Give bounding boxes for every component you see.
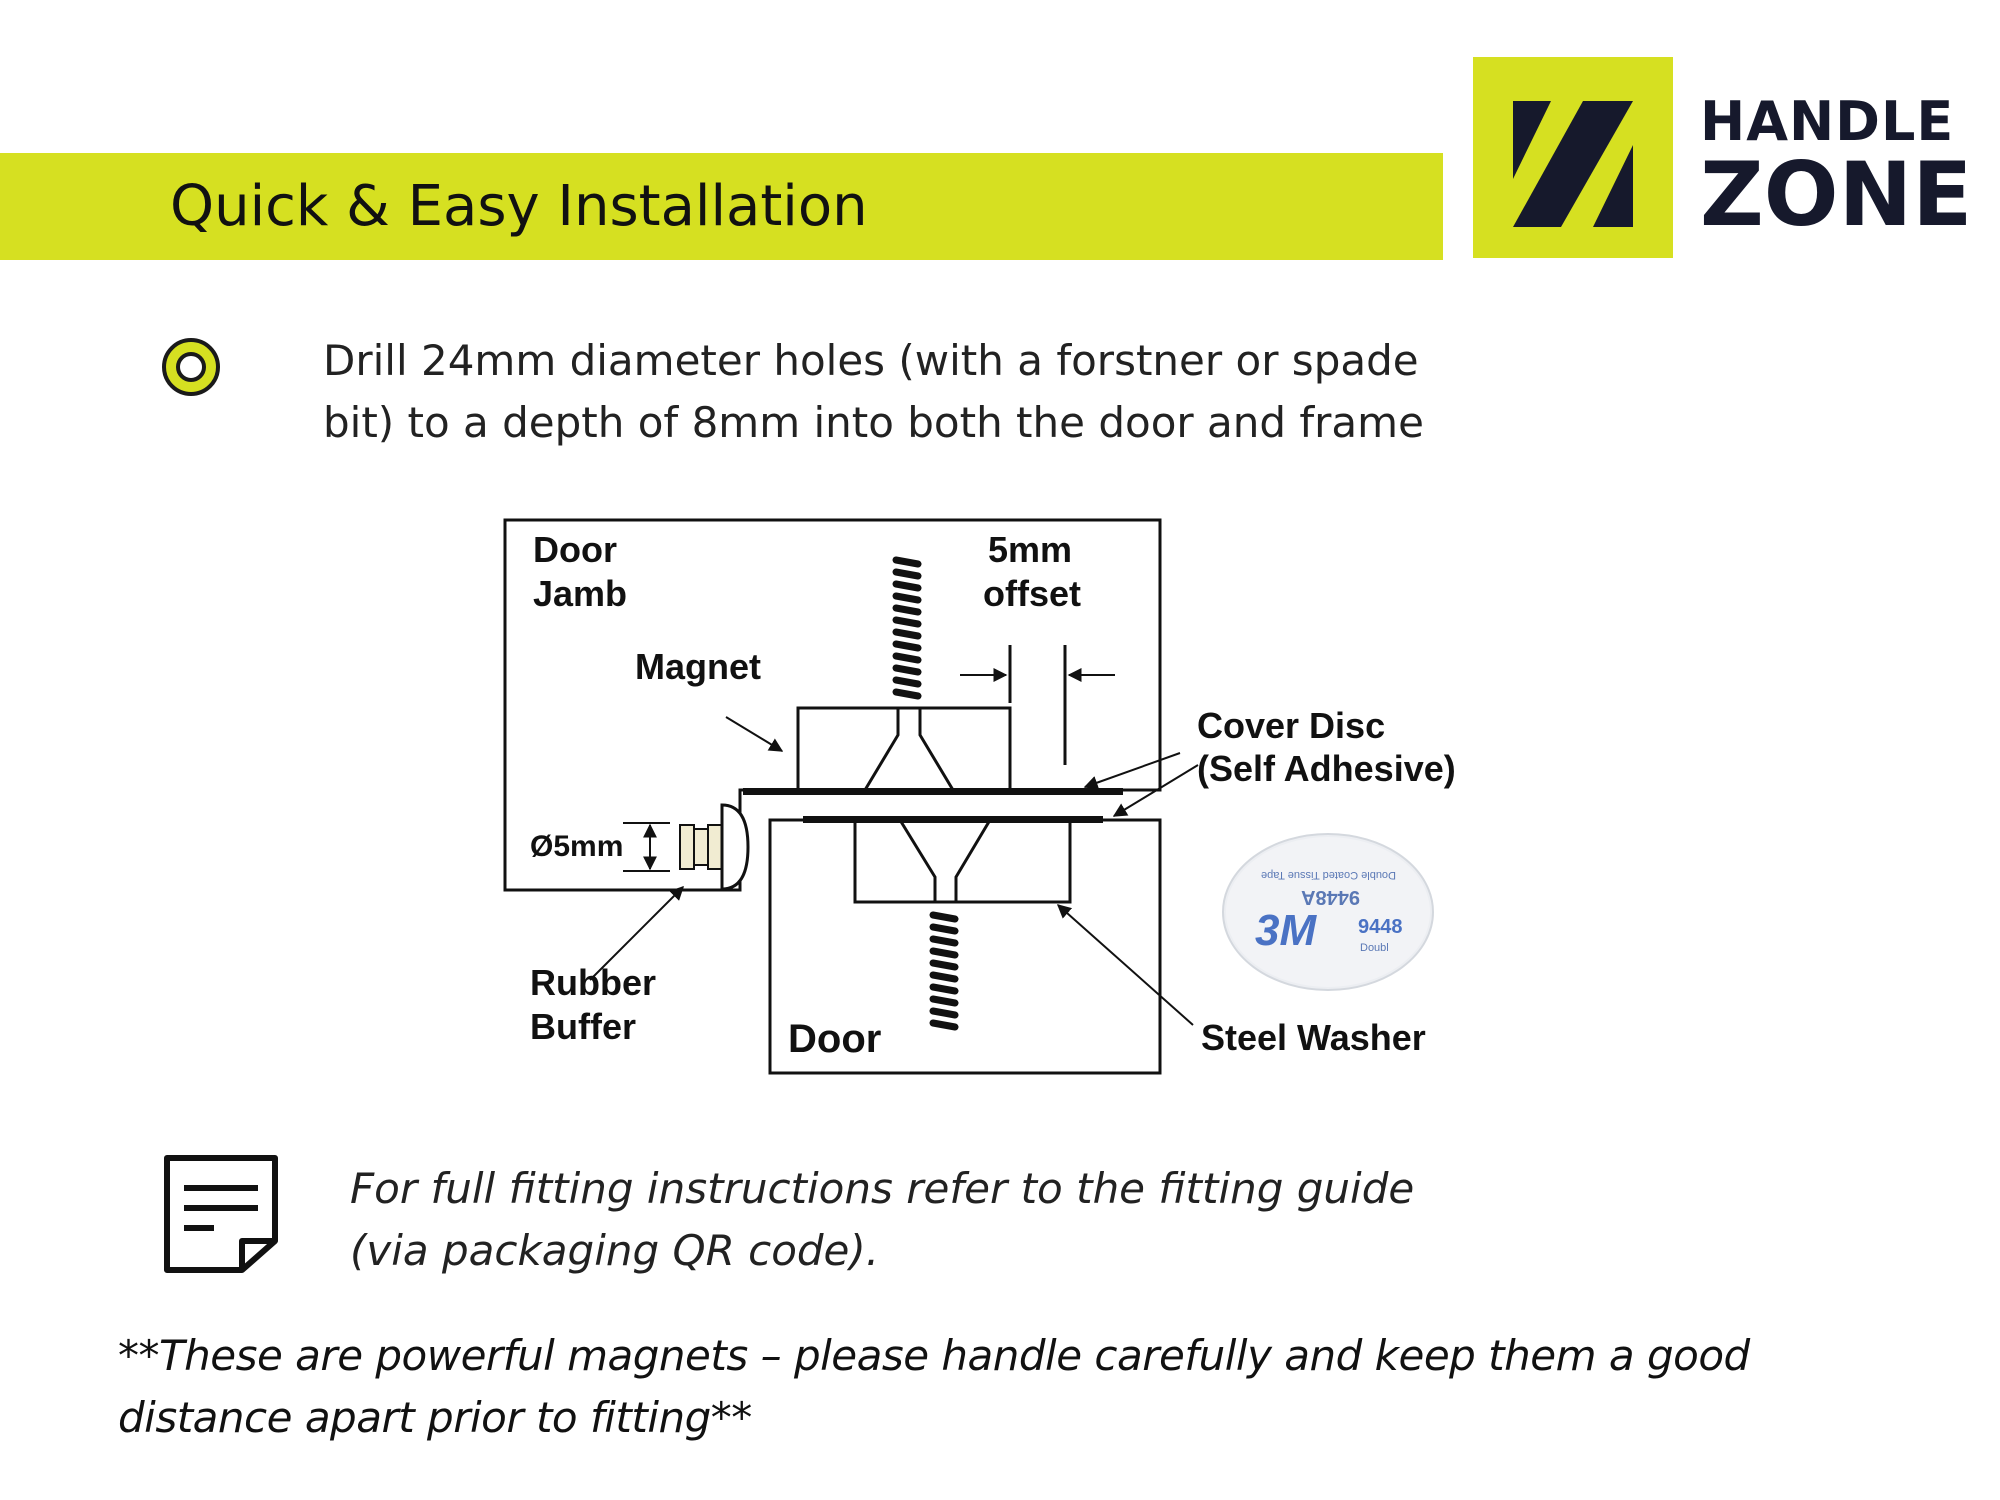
- label-offset-1: 5mm: [988, 529, 1072, 570]
- label-offset-2: offset: [983, 573, 1081, 614]
- disc-fine-print-short: Doubl: [1360, 942, 1389, 954]
- logo-line-handle: HANDLE: [1700, 90, 1955, 153]
- installation-diagram: Door Jamb 5mm offset Magnet Cover Disc (…: [503, 518, 1456, 1075]
- disc-code-mirrored: 9448A: [1301, 886, 1360, 908]
- label-steel-washer: Steel Washer: [1201, 1017, 1426, 1058]
- label-diameter: Ø5mm: [530, 830, 623, 863]
- screw-thread-lower: [929, 911, 959, 1031]
- fitting-guide-note: For full fitting instructions refer to t…: [350, 1164, 1415, 1275]
- rubber-buffer: [679, 803, 750, 891]
- adhesive-disc-3m: Double Coated Tissue Tape 9448A 3M 9448 …: [1222, 833, 1434, 991]
- label-cover-disc-1: Cover Disc: [1197, 705, 1385, 746]
- magnet-block: [796, 706, 1012, 792]
- page-title: Quick & Easy Installation: [170, 174, 868, 239]
- label-rubber-buffer-2: Buffer: [530, 1006, 636, 1047]
- brand-logo: HANDLE ZONE: [1700, 95, 1972, 239]
- zone-slash-icon: [1513, 101, 1633, 227]
- label-magnet: Magnet: [635, 646, 761, 687]
- screw-thread-upper: [892, 556, 922, 700]
- label-door-jamb-2: Jamb: [533, 573, 627, 614]
- instruction-text: Drill 24mm diameter holes (with a forstn…: [323, 336, 1424, 447]
- door-jamb-outline: [503, 518, 1162, 892]
- cover-disc-upper: [743, 788, 1123, 795]
- label-rubber-buffer-1: Rubber: [530, 962, 656, 1003]
- disc-code: 9448: [1358, 916, 1403, 938]
- note-document-icon: [164, 1155, 278, 1273]
- label-door: Door: [788, 1017, 881, 1061]
- cover-disc-lower: [803, 816, 1103, 823]
- header-bar: [0, 153, 1443, 260]
- disc-brand-3m: 3M: [1255, 906, 1317, 955]
- label-door-jamb-1: Door: [533, 529, 617, 570]
- disc-fine-print: Double Coated Tissue Tape: [1261, 869, 1396, 881]
- ring-bullet-icon: [162, 338, 220, 396]
- washer-block: [853, 818, 1072, 904]
- logo-mark: [1473, 57, 1673, 258]
- label-cover-disc-2: (Self Adhesive): [1197, 748, 1456, 789]
- magnet-warning: **These are powerful magnets – please ha…: [118, 1331, 1750, 1442]
- screw-head-upper: [863, 706, 955, 791]
- screw-head-lower: [898, 819, 992, 904]
- logo-line-zone: ZONE: [1700, 143, 1973, 246]
